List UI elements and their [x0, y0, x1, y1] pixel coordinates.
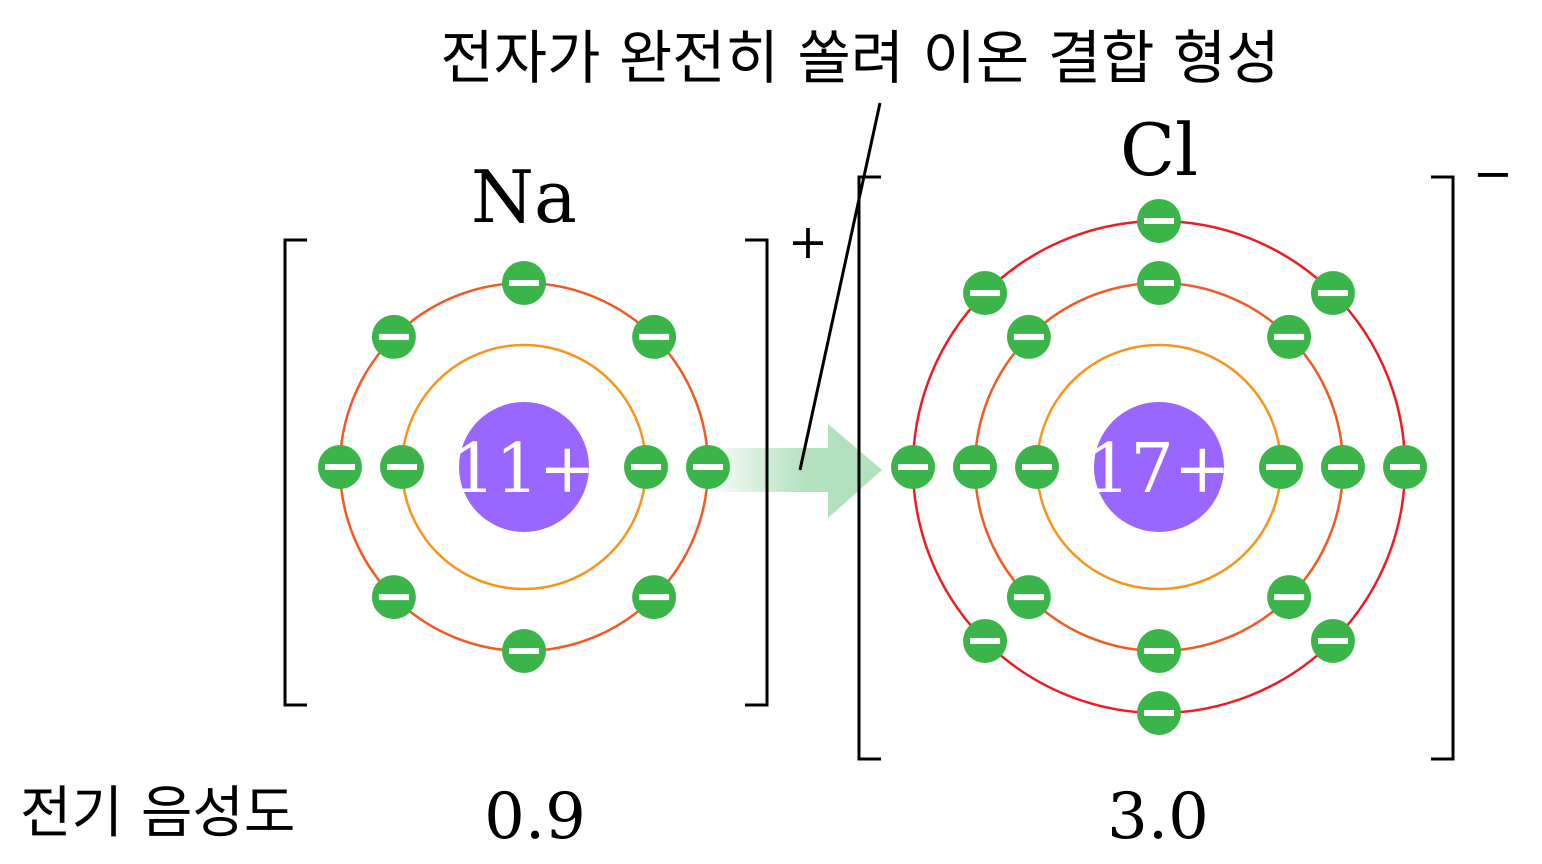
minus-icon — [1266, 464, 1296, 470]
ion-charge: + — [788, 214, 828, 270]
minus-icon — [1022, 464, 1052, 470]
electronegativity-value: 3.0 — [1107, 780, 1209, 854]
nucleus — [1094, 402, 1224, 532]
electron — [1267, 314, 1312, 359]
electron — [318, 445, 362, 489]
nucleus — [459, 402, 589, 532]
sodium-ion: Na + 0.9 11+ — [283, 155, 828, 854]
electron — [1267, 575, 1312, 620]
minus-icon — [1274, 594, 1305, 601]
minus-icon — [1144, 280, 1174, 286]
minus-icon — [509, 648, 539, 654]
electron — [1310, 618, 1355, 663]
electron — [1137, 199, 1181, 243]
minus-icon — [1317, 637, 1348, 644]
electron — [1006, 575, 1051, 620]
electron — [1321, 445, 1365, 489]
electron — [380, 445, 424, 489]
minus-icon — [639, 333, 670, 340]
electron — [502, 261, 546, 305]
chlorine-ion: Cl − 3.0 17+ — [857, 108, 1513, 854]
title-annotation: 전자가 완전히 쏠려 이온 결합 형성 — [440, 24, 1279, 92]
minus-icon — [1144, 648, 1174, 654]
electron — [963, 271, 1008, 316]
minus-icon — [1144, 710, 1174, 716]
electron — [1383, 445, 1427, 489]
minus-icon — [639, 594, 670, 601]
electron — [1137, 691, 1181, 735]
minus-icon — [960, 464, 990, 470]
electron — [953, 445, 997, 489]
minus-icon — [693, 464, 723, 470]
electron — [891, 445, 935, 489]
electron — [1015, 445, 1059, 489]
electronegativity-label: 전기 음성도 — [20, 781, 295, 846]
electron — [624, 445, 668, 489]
electron — [632, 575, 677, 620]
minus-icon — [1013, 333, 1044, 340]
minus-icon — [378, 594, 409, 601]
minus-icon — [378, 333, 409, 340]
electron — [1259, 445, 1303, 489]
electron — [502, 629, 546, 673]
minus-icon — [509, 280, 539, 286]
electron — [371, 575, 416, 620]
electron — [963, 618, 1008, 663]
minus-icon — [970, 637, 1001, 644]
bracket — [283, 238, 769, 707]
leader-line — [798, 102, 882, 471]
transfer-arrow — [700, 424, 882, 518]
electron — [1137, 629, 1181, 673]
atom-symbol: Cl — [1120, 108, 1198, 192]
minus-icon — [970, 290, 1001, 297]
electron — [1006, 314, 1051, 359]
minus-icon — [1328, 464, 1358, 470]
electron — [371, 314, 416, 359]
minus-icon — [1390, 464, 1420, 470]
nucleus-charge: 11+ — [452, 430, 596, 509]
minus-icon — [631, 464, 661, 470]
bracket — [857, 175, 1455, 761]
atom-symbol: Na — [471, 155, 577, 239]
minus-icon — [1144, 218, 1174, 224]
ion-charge: − — [1473, 146, 1513, 202]
electron — [1310, 271, 1355, 316]
minus-icon — [387, 464, 417, 470]
minus-icon — [898, 464, 928, 470]
electron — [686, 445, 730, 489]
minus-icon — [1274, 333, 1305, 340]
electron — [1137, 261, 1181, 305]
nucleus-charge: 17+ — [1087, 430, 1231, 509]
minus-icon — [325, 464, 355, 470]
minus-icon — [1013, 594, 1044, 601]
electron — [632, 314, 677, 359]
electronegativity-value: 0.9 — [484, 780, 586, 854]
minus-icon — [1317, 290, 1348, 297]
